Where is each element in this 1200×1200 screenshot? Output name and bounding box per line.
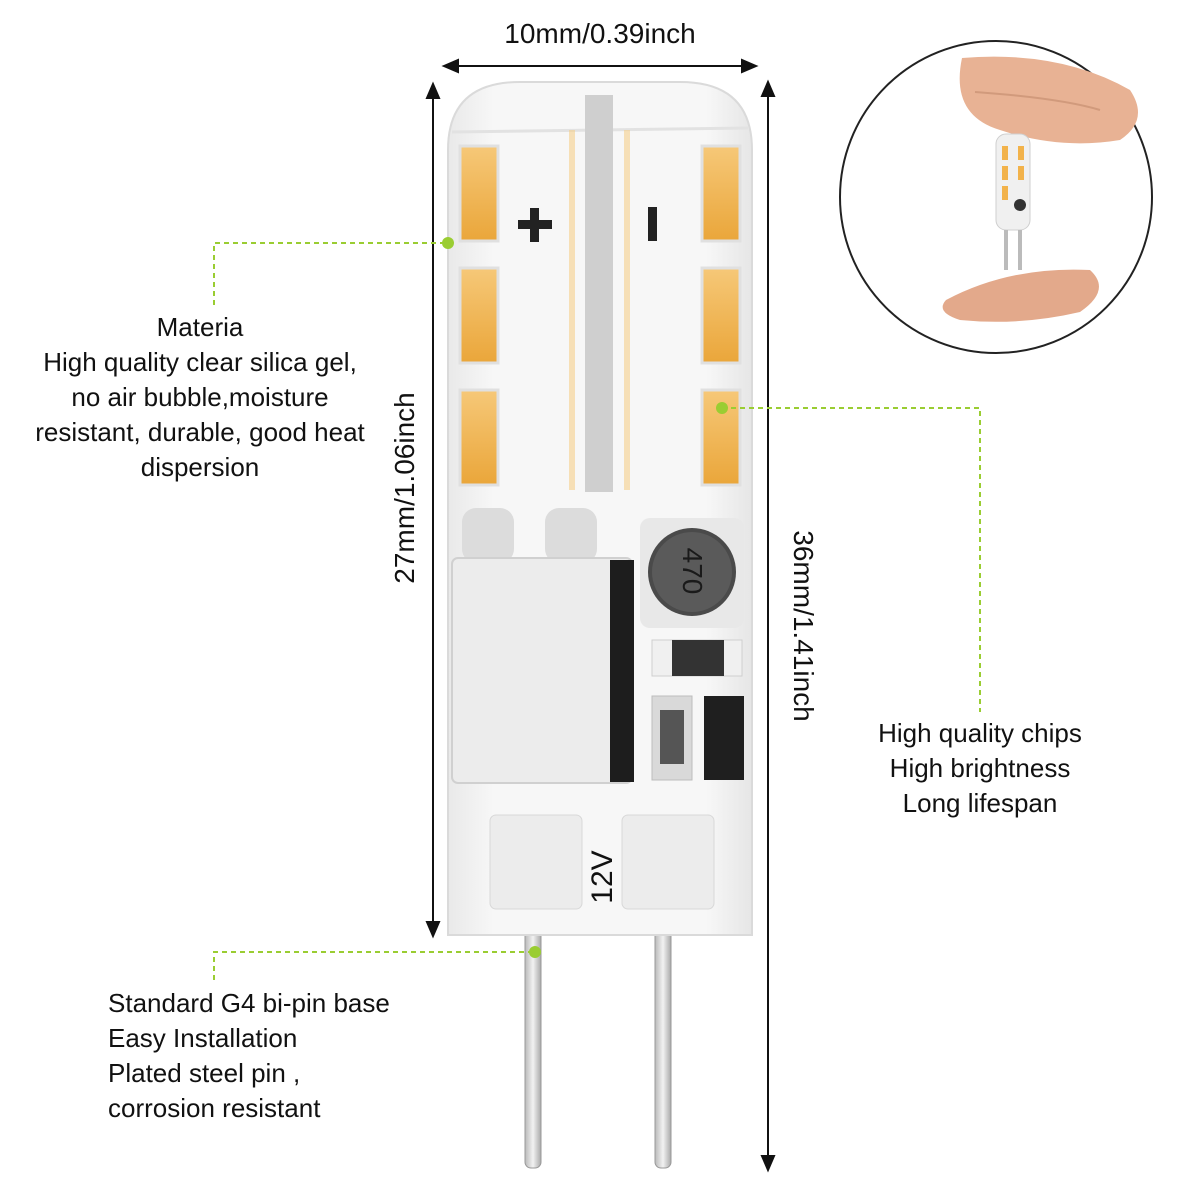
chips-callout-line: Long lifespan [902, 788, 1058, 818]
callout-material-line [213, 242, 448, 305]
callout-chips-dot [716, 402, 728, 414]
capacitor-marking: 470 [677, 547, 708, 595]
width-dimension-label: 10mm/0.39inch [504, 18, 696, 49]
capacitor-470 [640, 518, 744, 628]
base-callout-line: Standard G4 bi-pin base [108, 988, 390, 1018]
width-dimension [441, 58, 759, 74]
total-height-dimension [760, 79, 776, 1173]
voltage-marking: 12V [586, 850, 619, 904]
base-callout-line: Plated steel pin , [108, 1058, 301, 1088]
chips-callout-line: High brightness [889, 753, 1071, 783]
callout-chips-line [722, 407, 981, 712]
base-callout-text: Standard G4 bi-pin base Easy Installatio… [108, 986, 488, 1126]
chips-callout-text: High quality chips High brightness Long … [840, 716, 1120, 821]
total-height-dimension-label: 36mm/1.41inch [788, 530, 819, 722]
smd-components [651, 695, 744, 781]
material-callout-line: no air bubble,moisture [71, 382, 329, 412]
plus-marking [518, 208, 552, 242]
material-callout-text: Materia High quality clear silica gel, n… [5, 310, 395, 485]
smd-diode [651, 639, 743, 677]
chips-callout-line: High quality chips [878, 718, 1082, 748]
base-callout-line: Easy Installation [108, 1023, 298, 1053]
body-height-dimension [425, 81, 441, 939]
material-callout-line: dispersion [140, 452, 260, 482]
center-strip [569, 95, 630, 492]
led-chips [458, 144, 742, 487]
material-callout-line: resistant, durable, good heat [35, 417, 365, 447]
base-callout-line: corrosion resistant [108, 1093, 321, 1123]
material-callout-line: Materia [156, 312, 244, 342]
inset-hand-photo [839, 40, 1153, 354]
base-tabs [489, 814, 715, 910]
minus-marking [648, 207, 657, 241]
callout-base-dot [529, 946, 541, 958]
rectifier-block [451, 508, 634, 784]
material-callout-line: High quality clear silica gel, [43, 347, 357, 377]
callout-material-dot [442, 237, 454, 249]
callout-base-line [213, 951, 535, 980]
